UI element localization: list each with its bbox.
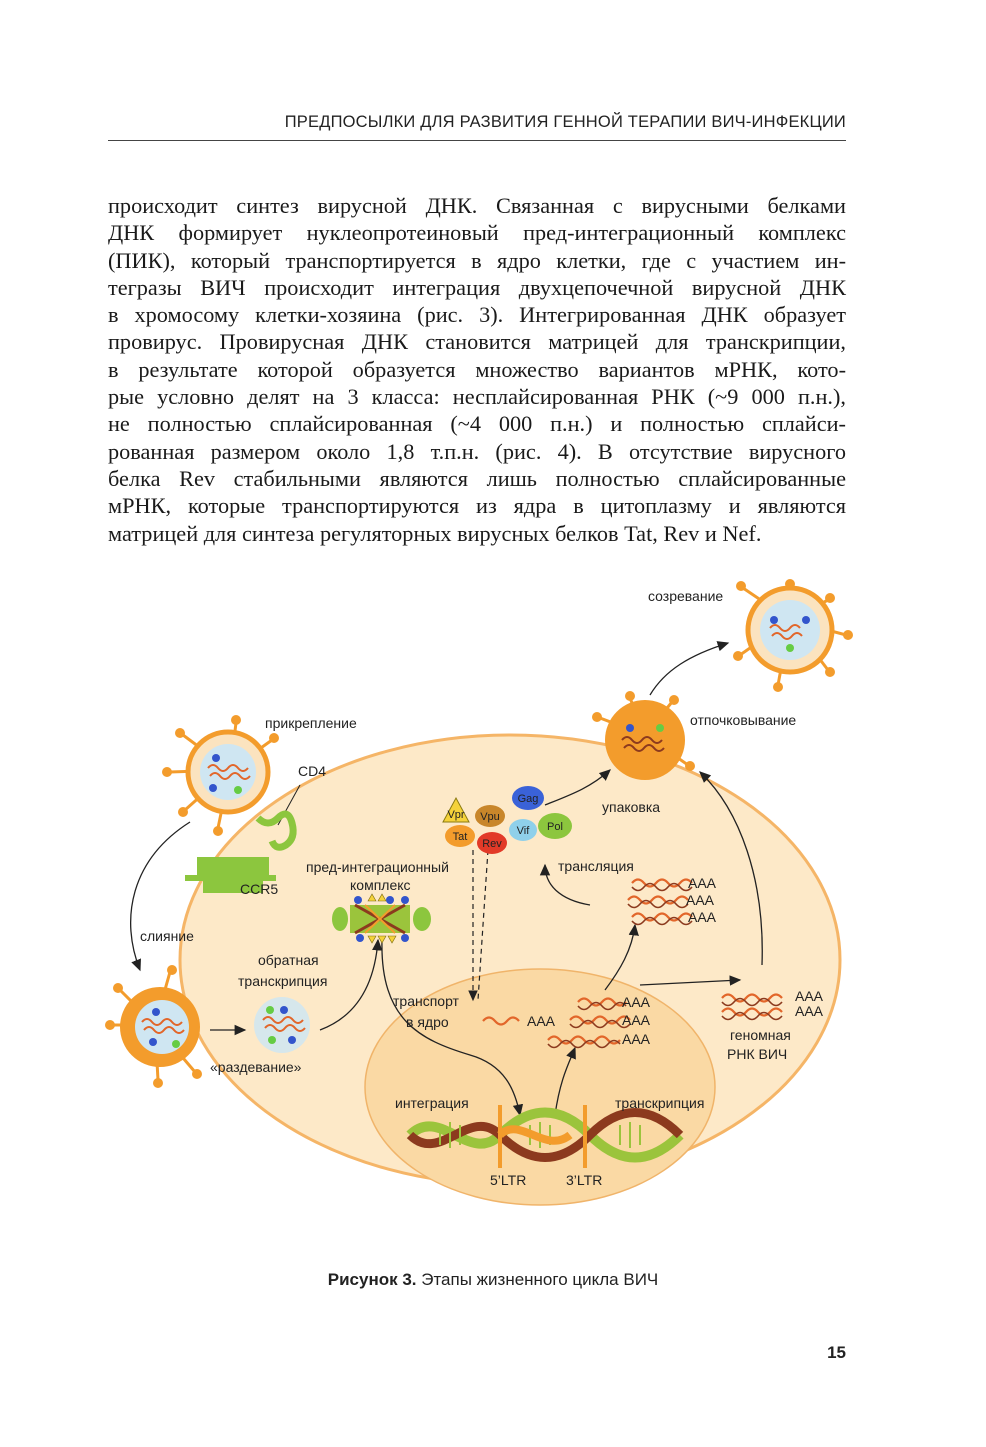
budding-virion (592, 691, 695, 780)
integration-label: интеграция (395, 1095, 469, 1111)
transcription-arrow (554, 1046, 576, 1116)
attachment-label: прикрепление (265, 715, 357, 731)
body-line: ДНК формирует нуклеопротеиновый пред-инт… (108, 220, 846, 246)
attaching-virion (162, 715, 279, 836)
tat-rev-import-arrow-2 (477, 849, 489, 1001)
mrna-strands-dark (547, 882, 783, 1049)
body-line: происходит синтез вирусной ДНК. Связанна… (108, 193, 846, 218)
ltr5-label: 5’LTR (490, 1172, 526, 1188)
genomic-export-arrow (639, 975, 742, 986)
gag-protein (512, 786, 544, 810)
nuclear-import-arrow (381, 939, 524, 1117)
packaging-label: упаковка (602, 799, 660, 815)
body-line: рые условно делят на 3 класса: несплайси… (108, 384, 846, 410)
genomic-rna-label-2: РНК ВИЧ (727, 1046, 787, 1062)
genomic-packaging-arrow (699, 771, 763, 966)
translation-label: трансляция (558, 858, 634, 874)
rna-export-arrow (604, 923, 639, 991)
transport-label-2: в ядро (406, 1014, 449, 1030)
vpr-protein (442, 796, 470, 823)
body-line: провирус. Провирусная ДНК становится мат… (108, 329, 846, 355)
body-line: мРНК, которые транспортируются из ядра в… (108, 493, 846, 519)
tat-label: Tat (453, 831, 468, 843)
poly-a-label: AAA (622, 1031, 651, 1047)
poly-a-label: AAA (688, 909, 717, 925)
caption-label: Рисунок 3. (327, 1270, 417, 1289)
body-line: белка Rev стабильными являются лишь полн… (108, 465, 846, 491)
body-line: тегразы ВИЧ происходит интеграция двухце… (108, 274, 846, 300)
tat-protein (445, 825, 475, 847)
poly-a-label: AAA (795, 988, 824, 1004)
body-text: происходит синтез вирусной ДНК. Связанна… (108, 192, 846, 547)
ccr5-label: CCR5 (240, 881, 278, 897)
maturation-label: созревание (648, 588, 723, 604)
integrated-dna (406, 1105, 684, 1168)
pol-protein (538, 813, 572, 839)
body-line: в результате которой образуется множеств… (108, 356, 846, 382)
pol-label: Pol (547, 821, 563, 833)
maturation-arrow (649, 641, 730, 696)
uncoating-label: «раздевание» (210, 1059, 302, 1075)
gag-label: Gag (518, 793, 539, 805)
uncoated-capsid (254, 997, 310, 1053)
vpu-protein (475, 805, 505, 827)
caption-text: Этапы жизненного цикла ВИЧ (416, 1270, 659, 1289)
mature-virion (733, 579, 853, 692)
rev-protein (477, 832, 507, 854)
vif-protein (509, 819, 537, 841)
viral-proteins: Vpr Vpu Tat Rev Gag Vif Pol (442, 786, 572, 854)
body-line: матрицей для синтеза регуляторных вирусн… (108, 520, 762, 546)
vif-label: Vif (517, 825, 531, 837)
body-line: в хромосому клетки-хозяина (рис. 3). Инт… (108, 302, 846, 328)
mrna-strands (482, 878, 783, 1045)
poly-a-label: AAA (686, 892, 715, 908)
vpr-label: Vpr (447, 809, 464, 821)
cell-nucleus (364, 968, 716, 1206)
genomic-rna-label-1: геномная (730, 1027, 791, 1043)
pre-integration-complex (332, 893, 431, 944)
poly-a-label: AAA (527, 1013, 556, 1029)
pic-label-1: пред-интеграционный (306, 859, 449, 875)
packaging-arrow (544, 769, 611, 806)
reverse-transcription-label-2: транскрипция (238, 973, 327, 989)
ltr3-label: 3’LTR (566, 1172, 602, 1188)
figure-caption: Рисунок 3. Этапы жизненного цикла ВИЧ (0, 1270, 986, 1290)
body-line: не полностью сплайсированная (~4 000 п.н… (108, 411, 846, 437)
fusing-virion (105, 965, 202, 1088)
poly-a-label: AAA (795, 1003, 824, 1019)
running-header: ПРЕДПОСЫЛКИ ДЛЯ РАЗВИТИЯ ГЕННОЙ ТЕРАПИИ … (284, 113, 846, 131)
reverse-transcription-label-1: обратная (258, 952, 319, 968)
page-number: 15 (827, 1343, 846, 1362)
translation-arrow (539, 863, 591, 906)
cd4-ccr5-receptor (185, 784, 301, 893)
lifecycle-diagram: Vpr Vpu Tat Rev Gag Vif Pol (105, 579, 853, 1206)
body-line: рованная размером около 1,8 т.п.н. (рис.… (108, 438, 846, 464)
pic-arrow (319, 938, 383, 1031)
transcription-label: транскрипция (615, 1095, 704, 1111)
transport-label-1: транспорт (393, 993, 460, 1009)
fusion-arrow (130, 821, 191, 972)
header-rule (108, 140, 846, 141)
body-line: (ПИК), который транспортируется в ядро к… (108, 247, 846, 273)
poly-a-label: AAA (622, 1012, 651, 1028)
cd4-label: CD4 (298, 763, 326, 779)
poly-a-label: AAA (688, 875, 717, 891)
hiv-lifecycle-figure: Vpr Vpu Tat Rev Gag Vif Pol (0, 560, 986, 1260)
fusion-label: слияние (140, 928, 194, 944)
vpu-label: Vpu (480, 811, 500, 823)
rev-label: Rev (482, 838, 502, 850)
poly-a-label: AAA (622, 994, 651, 1010)
budding-label: отпочковывание (690, 712, 796, 728)
pic-label-2: комплекс (350, 877, 411, 893)
